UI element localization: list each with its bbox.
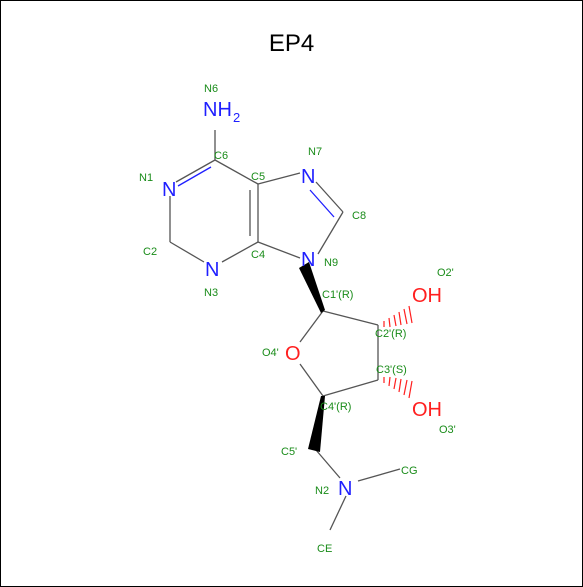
atom-n-amine: N [338,478,352,500]
label-c5: C5 [251,171,265,183]
bond-c5-c6 [214,159,259,185]
bond-c4p-o4p [299,363,324,397]
atom-o2p: OH [412,285,442,307]
label-ce: CE [317,543,332,555]
label-n6: N6 [204,83,218,95]
bond-c2-n3 [169,241,205,263]
label-n1: N1 [139,172,153,184]
atom-o4p: O [285,343,301,365]
label-o3p: O3' [439,424,456,436]
atom-n3: N [205,259,219,281]
wedge-n9-c1p [299,262,325,313]
atom-n9: N [301,249,315,271]
bond-n-cg [357,468,401,482]
label-n7: N7 [308,146,322,158]
label-c2p: C2'(R) [375,328,406,340]
bond-c5-n7 [257,172,301,185]
bonds-group [169,130,401,531]
bond-n9-c4 [257,241,301,259]
atom-n6-subscript: 2 [233,110,240,125]
atom-n1: N [162,179,176,201]
label-c3p: C3'(S) [376,364,407,376]
hash-c2p-o2p [383,305,413,328]
label-n3: N3 [204,287,218,299]
label-c8: C8 [352,210,366,222]
label-c4p: C4'(R) [320,401,351,413]
bond-c3p-c4p [322,379,379,397]
bond-c6-n1-double [177,166,212,187]
bond-c5p-n [315,449,341,479]
label-c1p: C1'(R) [322,289,353,301]
bond-c8-n9 [317,211,344,255]
bond-n7-c8-double [309,189,335,218]
bond-o4p-c1p [299,310,324,343]
bond-n3-c4 [221,241,259,263]
bond-c1p-c2p [322,310,379,326]
bond-n7-c8 [315,181,344,213]
atom-n6: NH [203,99,232,121]
label-n9: N9 [324,257,338,269]
atom-n7: N [301,166,315,188]
bond-n-ce [329,495,347,531]
hash-c3p-o3p [383,376,413,399]
label-c5p: C5' [281,446,297,458]
label-cg: CG [401,465,418,477]
bond-c6-n1 [175,159,216,183]
atom-o3p: OH [412,399,442,421]
label-o4p: O4' [262,347,279,359]
label-c2: C2 [143,246,157,258]
molecule-title: EP4 [268,30,315,57]
label-n2: N2 [315,485,329,497]
label-c4: C4 [251,249,265,261]
wedge-c4p-c5p [308,396,325,452]
label-o2p: O2' [437,267,454,279]
label-c6: C6 [214,150,228,162]
